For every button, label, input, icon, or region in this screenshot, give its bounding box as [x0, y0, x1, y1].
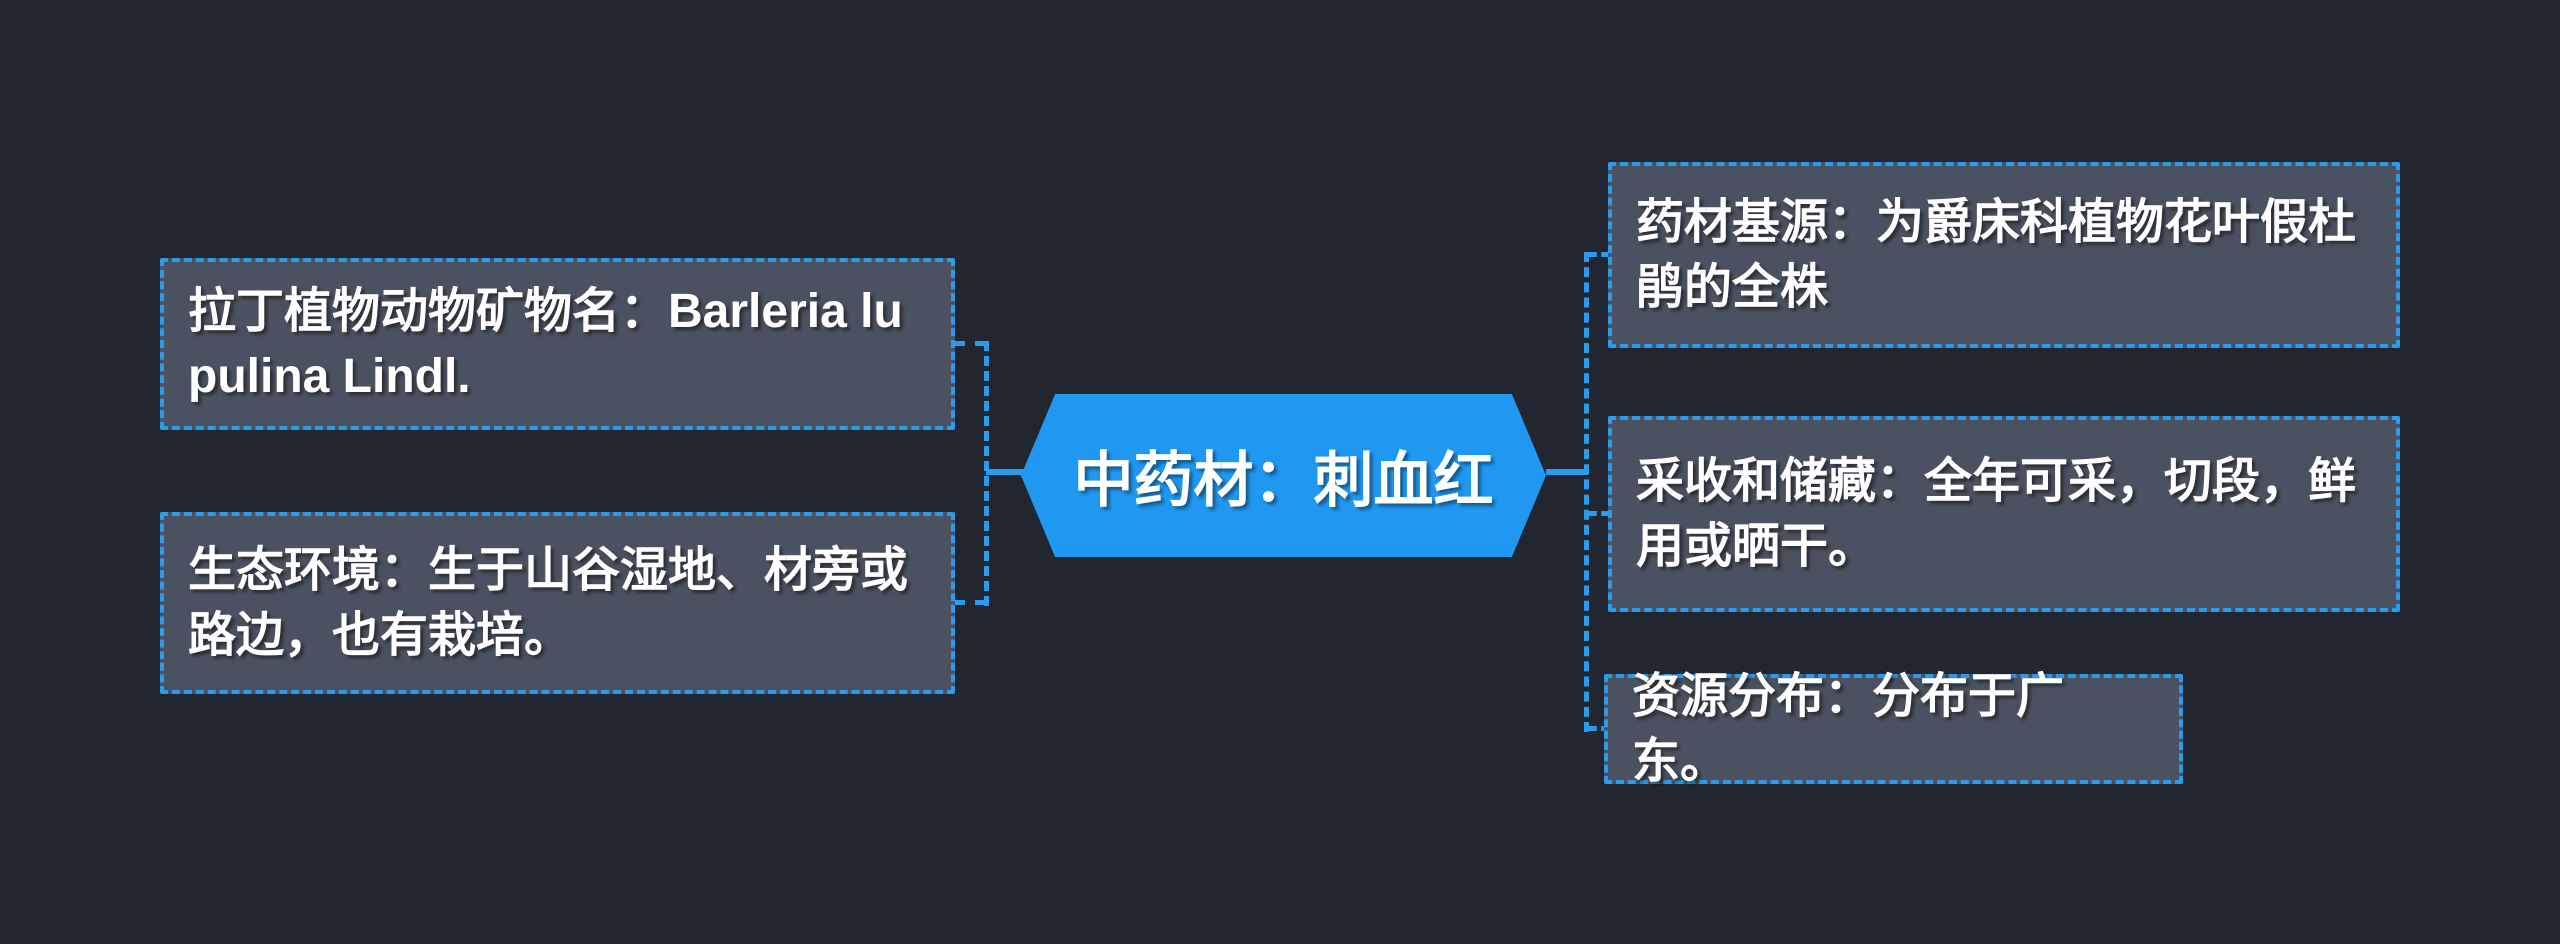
node-distribution[interactable]: 资源分布：分布于广东。 [1604, 670, 2183, 788]
node-label: 资源分布：分布于广东。 [1632, 670, 2065, 788]
left-branch-stub-ecology [955, 600, 985, 605]
node-label: 采收和储藏：全年可采，切段，鲜用或晒干。 [1636, 455, 2357, 573]
node-harvest-storage[interactable]: 采收和储藏：全年可采，切段，鲜用或晒干。 [1608, 416, 2400, 612]
left-branch-trunk-line [986, 469, 1024, 475]
right-branch-vertical-line [1584, 252, 1589, 732]
node-label: 生态环境：生于山谷湿地、材旁或路边，也有栽培。 [188, 544, 909, 662]
right-branch-stub-source [1588, 252, 1610, 257]
node-source[interactable]: 药材基源：为爵床科植物花叶假杜鹃的全株 [1608, 162, 2400, 348]
left-branch-vertical-line [984, 341, 989, 606]
node-latin-name[interactable]: 拉丁植物动物矿物名：Barleria lupulina Lindl. [160, 258, 955, 430]
node-label: 拉丁植物动物矿物名：Barleria lupulina Lindl. [188, 285, 903, 403]
center-topic-label: 中药材：刺血红 [1073, 447, 1494, 514]
right-branch-stub-distribution [1588, 726, 1610, 731]
center-topic-node[interactable]: 中药材：刺血红 [1021, 394, 1546, 557]
right-branch-trunk-line [1546, 469, 1588, 475]
node-label: 药材基源：为爵床科植物花叶假杜鹃的全株 [1636, 196, 2357, 314]
right-branch-stub-harvest-storage [1588, 511, 1610, 516]
left-branch-stub-latin-name [955, 341, 985, 346]
node-ecology[interactable]: 生态环境：生于山谷湿地、材旁或路边，也有栽培。 [160, 512, 955, 694]
